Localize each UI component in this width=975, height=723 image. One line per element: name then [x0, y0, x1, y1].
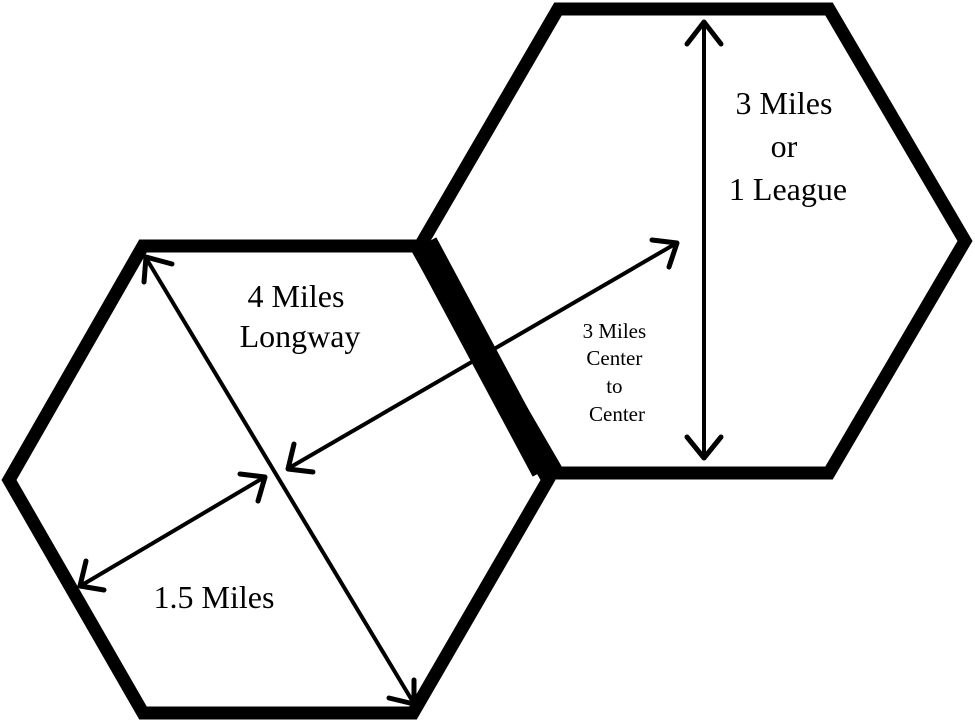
vertical-distance-label: 3 Miles or 1 League [729, 85, 847, 207]
label-line: to [606, 374, 622, 398]
label-line: Longway [240, 318, 361, 354]
shared-hex-edge [411, 237, 558, 477]
label-line: 3 Miles [583, 319, 647, 343]
short-1-5-miles-arrow [77, 471, 268, 593]
center-to-center-arrow [285, 237, 680, 475]
right-hexagon [415, 2, 973, 480]
center-to-center-label: 3 Miles Center to Center [583, 319, 652, 426]
longway-distance-label: 4 Miles Longway [240, 278, 361, 354]
label-line: Center [586, 346, 642, 370]
label-line: or [771, 128, 798, 164]
short-distance-label: 1.5 Miles [154, 579, 275, 615]
label-line: 4 Miles [248, 278, 345, 314]
label-line: 1 League [729, 171, 847, 207]
label-line: 3 Miles [736, 85, 833, 121]
longway-4-miles-arrow [141, 254, 417, 707]
label-line: 1.5 Miles [154, 579, 275, 615]
vertical-3-miles-arrow [684, 19, 724, 461]
label-line: Center [589, 402, 645, 426]
